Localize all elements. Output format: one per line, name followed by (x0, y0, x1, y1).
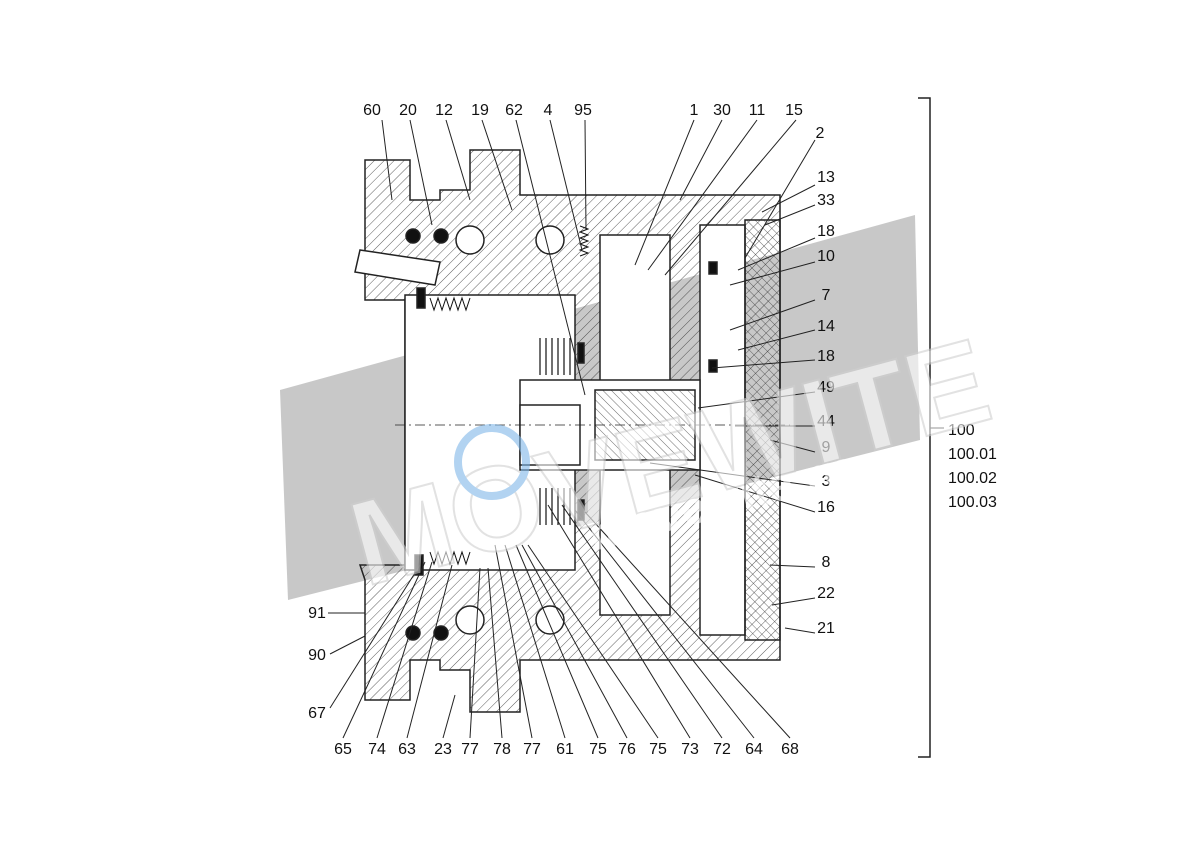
leader-line (694, 474, 816, 513)
part-label-top_labels-8: 30 (713, 102, 731, 119)
part-label-top_labels-9: 11 (749, 102, 766, 119)
part-label-bottom_labels-7: 61 (556, 741, 574, 758)
leader-line (634, 119, 695, 266)
leader-line (329, 635, 366, 655)
leader-line (729, 299, 816, 331)
leader-line (445, 119, 471, 201)
leader-line (574, 509, 755, 739)
part-label-right_labels-6: 14 (817, 318, 835, 335)
leader-line (771, 597, 816, 606)
leader-line (481, 119, 513, 211)
part-label-right_labels-5: 7 (822, 287, 831, 304)
leader-line (664, 119, 797, 276)
leader-line (647, 119, 758, 271)
part-label-top_labels-10: 15 (785, 102, 803, 119)
part-label-top_labels-7: 1 (690, 102, 699, 119)
part-label-bottom_labels-8: 75 (589, 741, 607, 758)
part-label-top_labels-2: 12 (435, 102, 453, 119)
part-label-left_labels-1: 90 (308, 647, 326, 664)
leader-line (504, 544, 566, 739)
part-label-right_labels-14: 22 (817, 585, 835, 602)
part-label-bottom_labels-2: 63 (398, 741, 416, 758)
part-label-bottom_labels-4: 77 (461, 741, 479, 758)
leader-line (679, 119, 723, 201)
part-label-right_labels-13: 8 (822, 554, 831, 571)
leader-line (342, 561, 426, 739)
part-label-right_labels-2: 33 (817, 192, 835, 209)
leader-line (764, 204, 816, 226)
part-label-bottom_labels-10: 75 (649, 741, 667, 758)
part-label-left_labels-0: 91 (308, 605, 326, 622)
part-label-assembly_codes-0: 100 (948, 422, 975, 439)
leader-line (515, 119, 586, 396)
part-label-bottom_labels-3: 23 (434, 741, 452, 758)
leader-line (769, 564, 816, 568)
part-label-right_labels-10: 9 (822, 439, 831, 456)
part-label-bottom_labels-5: 78 (493, 741, 511, 758)
leader-line (521, 544, 628, 739)
part-label-bottom_labels-9: 76 (618, 741, 636, 758)
part-label-bottom_labels-12: 72 (713, 741, 731, 758)
part-label-right_labels-9: 44 (817, 413, 835, 430)
leader-line (549, 119, 583, 251)
part-label-assembly_codes-1: 100.01 (948, 446, 997, 463)
leader-line (469, 567, 481, 739)
part-label-assembly_codes-2: 100.02 (948, 470, 997, 487)
leader-lines (328, 119, 816, 739)
leader-line (561, 504, 723, 739)
leader-line (737, 237, 816, 271)
part-label-bottom_labels-13: 64 (745, 741, 763, 758)
leader-line (784, 627, 816, 634)
part-label-right_labels-15: 21 (817, 620, 835, 637)
leader-line (376, 561, 433, 739)
part-labels: 60 20 12 19 62 4 95 1 30 11 15 2 13 33 18 10 7 14 18 49 44 9 3… (308, 102, 997, 758)
leader-line (697, 391, 816, 409)
leader-line (711, 359, 816, 369)
leader-line (527, 544, 659, 739)
leader-line (744, 139, 816, 259)
leader-line (584, 511, 791, 739)
leader-line (649, 462, 816, 487)
part-label-right_labels-7: 18 (817, 348, 835, 365)
leader-line (761, 184, 816, 213)
part-label-top_labels-1: 20 (399, 102, 417, 119)
watermark-wheel-icon (454, 424, 530, 500)
part-label-right_labels-4: 10 (817, 248, 835, 265)
leader-line (584, 119, 587, 231)
part-label-bottom_labels-14: 68 (781, 741, 799, 758)
part-label-top_labels-4: 62 (505, 102, 523, 119)
part-label-right_labels-0: 2 (816, 125, 825, 142)
part-label-bottom_labels-1: 74 (368, 741, 386, 758)
part-label-bottom_labels-0: 65 (334, 741, 352, 758)
part-label-top_labels-0: 60 (363, 102, 381, 119)
leader-line (515, 544, 599, 739)
part-label-bottom_labels-6: 77 (523, 741, 541, 758)
leader-line (329, 564, 421, 709)
leader-line (547, 504, 691, 739)
part-label-right_labels-1: 13 (817, 169, 835, 186)
part-label-right_labels-12: 16 (817, 499, 835, 516)
leader-line (487, 567, 503, 739)
leader-line (409, 119, 433, 226)
part-label-left_labels-2: 67 (308, 705, 326, 722)
part-label-right_labels-11: 3 (822, 473, 831, 490)
leader-line (406, 564, 453, 739)
leader-line (737, 329, 816, 351)
part-label-bottom_labels-11: 73 (681, 741, 699, 758)
part-label-right_labels-8: 49 (817, 379, 835, 396)
leader-line (729, 261, 816, 286)
part-label-top_labels-6: 95 (574, 102, 592, 119)
leader-line (442, 694, 456, 739)
part-label-top_labels-5: 4 (544, 102, 553, 119)
leader-line (494, 544, 533, 739)
part-label-top_labels-3: 19 (471, 102, 489, 119)
leader-line (381, 119, 393, 201)
leader-line (769, 439, 816, 453)
housing (354, 149, 790, 713)
part-label-right_labels-3: 18 (817, 223, 835, 240)
part-label-assembly_codes-3: 100.03 (948, 494, 997, 511)
